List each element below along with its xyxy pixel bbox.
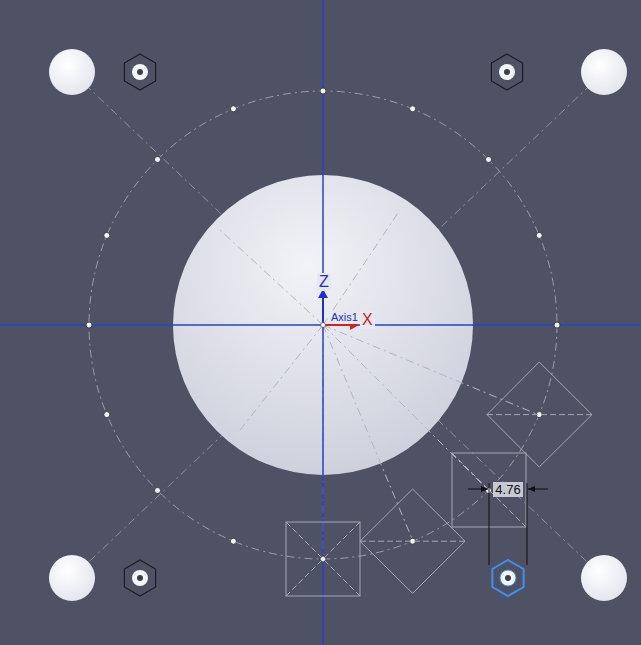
axis-triad bbox=[318, 289, 359, 330]
axis-letter: X bbox=[360, 311, 375, 329]
sketch-squares bbox=[286, 362, 592, 596]
axis-letter: Z bbox=[317, 273, 331, 291]
axis-name: Axis1 bbox=[329, 311, 360, 324]
corner-holes bbox=[49, 49, 627, 601]
radial-lines bbox=[220, 210, 539, 559]
dimension-value: 4.76 bbox=[493, 482, 522, 497]
hex-nuts bbox=[124, 54, 523, 596]
